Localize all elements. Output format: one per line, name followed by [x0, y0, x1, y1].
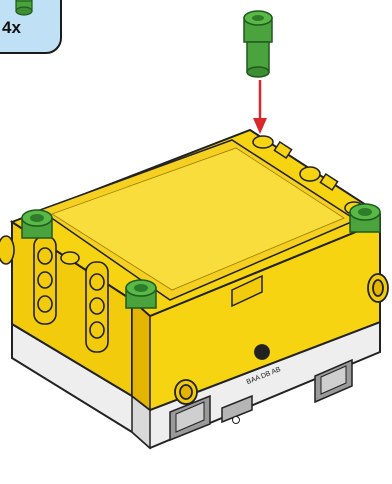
insert-arrow-icon: [253, 80, 267, 134]
mounted-peg-left: [22, 210, 52, 238]
port-marking-icon: [255, 345, 269, 359]
mounted-peg-right: [350, 204, 380, 232]
mounted-peg-front: [126, 280, 156, 308]
insert-peg: [244, 11, 272, 77]
